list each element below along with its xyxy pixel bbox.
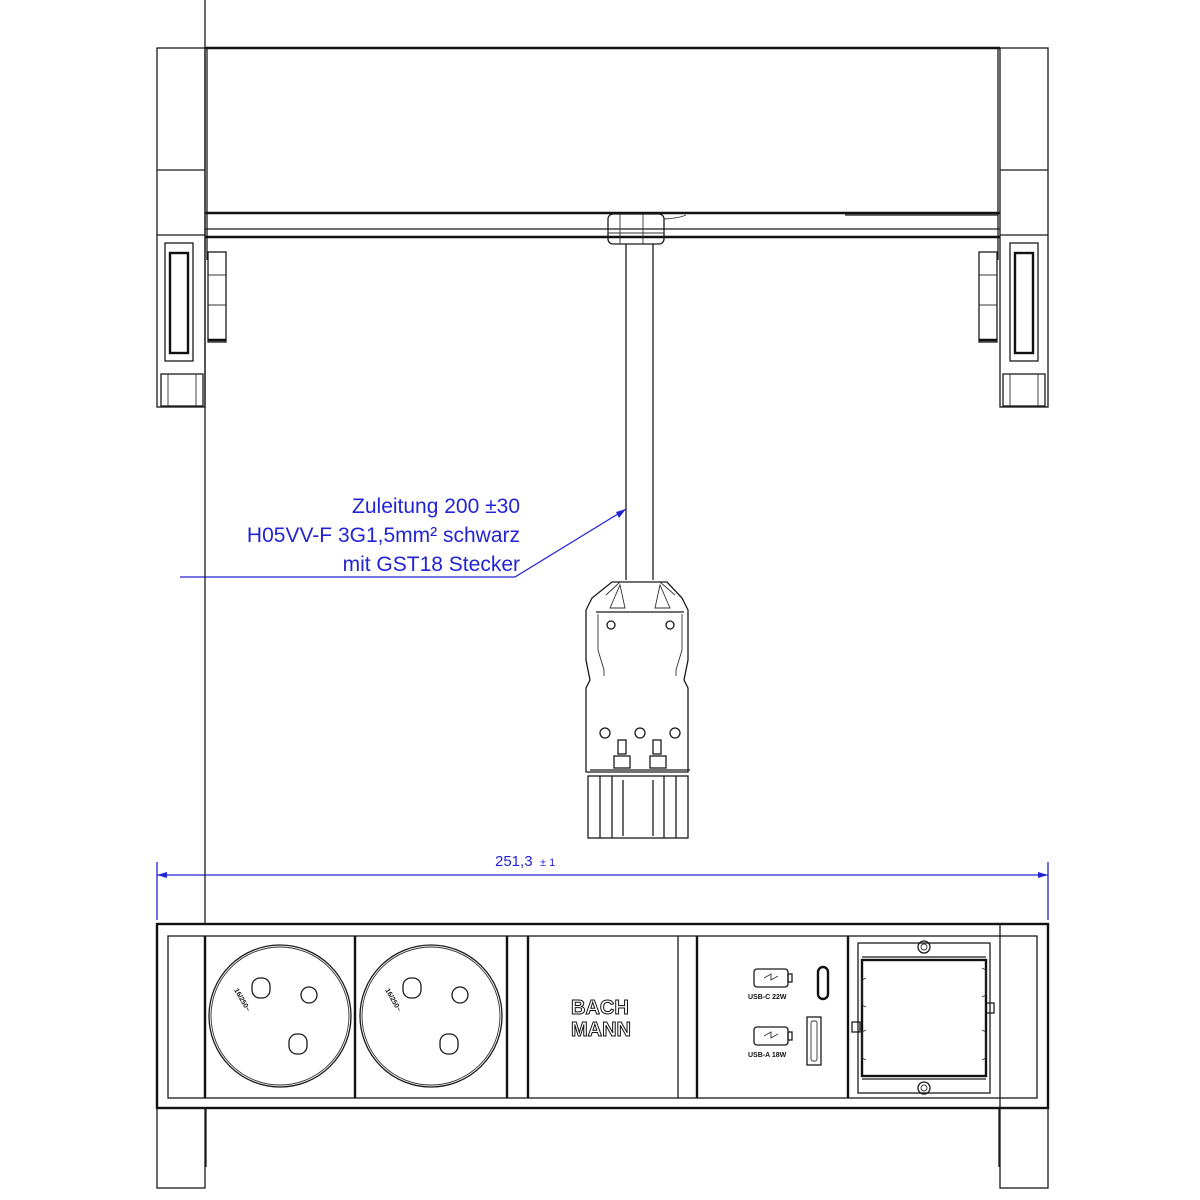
- socket-2: 16/250~: [359, 944, 503, 1088]
- usb-c-port: [816, 965, 830, 1001]
- empty-frame-module: [851, 940, 995, 1095]
- callout-line-1: Zuleitung 200 ±30: [352, 495, 520, 518]
- battery-icon: [753, 1026, 793, 1046]
- callout-line-2: H05VV-F 3G1,5mm² schwarz: [246, 524, 520, 547]
- front-view: 16/250~ 16/250~ BACH MANN USB-C 22W: [155, 0, 1050, 1189]
- callout-leader: [180, 508, 627, 578]
- gst18-plug: [585, 581, 690, 839]
- socket-rating: 16/250~: [383, 988, 402, 1014]
- usb-a-label: USB-A 18W: [748, 1052, 787, 1059]
- dimension-value: 251,3: [495, 853, 533, 870]
- socket-1: 16/250~: [208, 944, 352, 1088]
- svg-text:BACH: BACH: [571, 997, 629, 1019]
- usb-module: USB-C 22W USB-A 18W: [748, 965, 830, 1066]
- usb-c-label: USB-C 22W: [748, 994, 787, 1001]
- cable-callout: Zuleitung 200 ±30 H05VV-F 3G1,5mm² schwa…: [170, 492, 520, 579]
- callout-line-3: mit GST18 Stecker: [342, 553, 520, 576]
- dimension-tolerance: ± 1: [540, 857, 555, 869]
- usb-a-port: [806, 1016, 822, 1066]
- svg-text:MANN: MANN: [571, 1019, 631, 1041]
- battery-icon: [753, 968, 793, 988]
- socket-rating: 16/250~: [232, 988, 251, 1014]
- top-view: [156, 46, 1049, 580]
- bachmann-logo: BACH MANN: [571, 997, 632, 1042]
- width-dimension: 251,3 ± 1: [156, 853, 1049, 920]
